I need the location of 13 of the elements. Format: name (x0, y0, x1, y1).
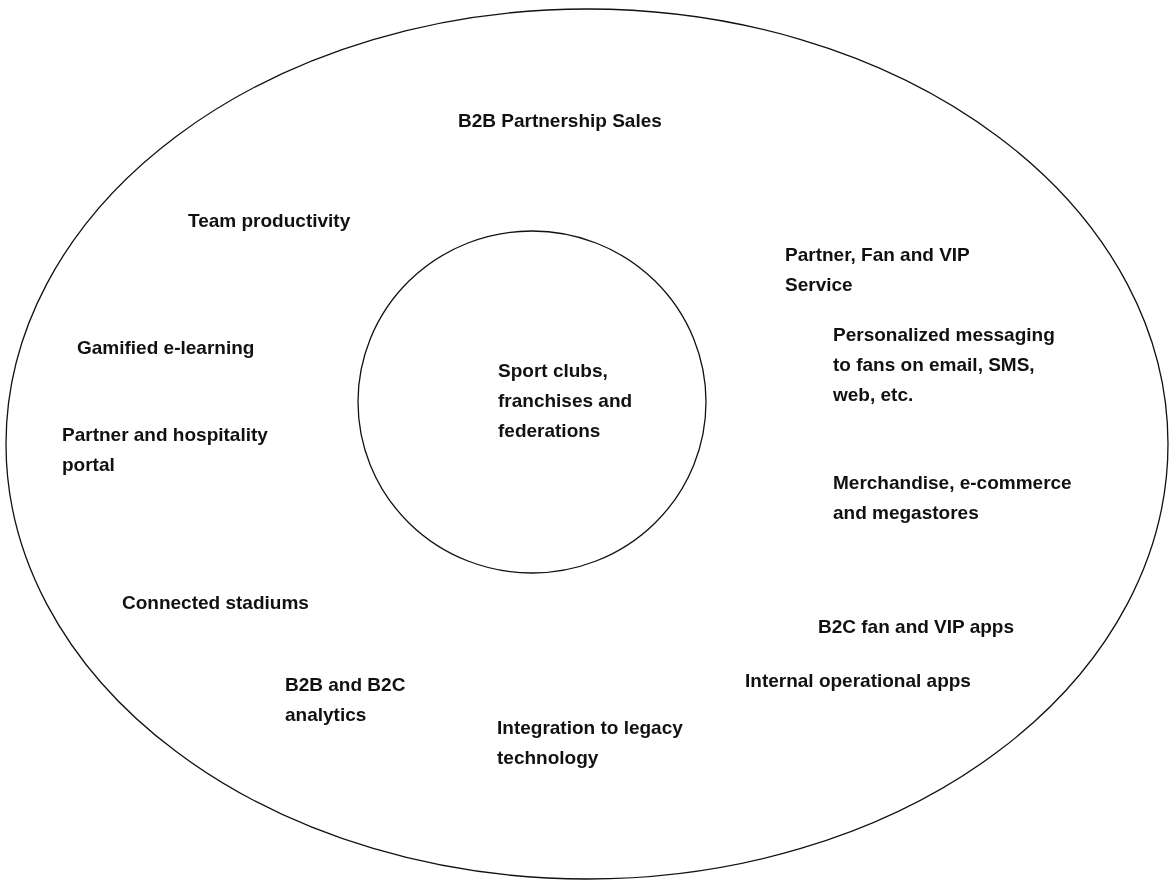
ring-label: Connected stadiums (122, 591, 310, 615)
ring-label: Integration to legacy technology (497, 716, 684, 770)
ring-label: Merchandise, e-commerce and megastores (833, 471, 1073, 525)
ring-label: Personalized messaging to fans on email, SMS, web, etc. (833, 323, 1056, 407)
ring-label: B2B Partnership Sales (458, 109, 663, 133)
ring-label: B2C fan and VIP apps (818, 615, 1016, 639)
ring-label: Partner and hospitality portal (62, 423, 269, 477)
ring-label: Gamified e-learning (77, 336, 256, 360)
ring-label: B2B and B2C analytics (285, 673, 407, 727)
ring-label: Partner, Fan and VIP Service (785, 243, 971, 297)
center-label: Sport clubs, franchises and federations (498, 359, 634, 443)
ring-label: Team productivity (188, 209, 352, 233)
ring-label: Internal operational apps (745, 669, 972, 693)
